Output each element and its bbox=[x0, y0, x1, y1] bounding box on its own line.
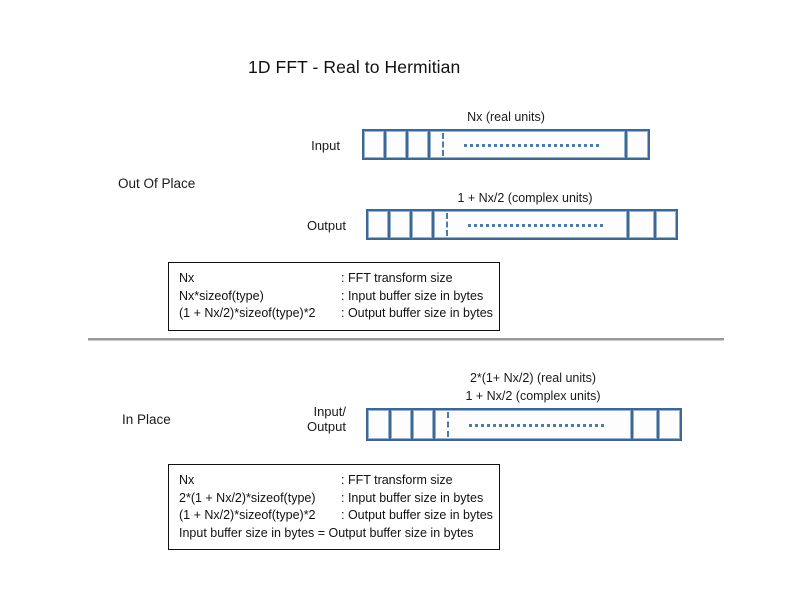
output-buffer-bar bbox=[366, 209, 678, 240]
input-row-label: Input bbox=[311, 138, 340, 153]
page-title: 1D FFT - Real to Hermitian bbox=[248, 57, 461, 77]
buffer-cell-divider bbox=[406, 131, 408, 158]
output-row-label: Output bbox=[306, 218, 346, 233]
inplace-row-label-line2: Output bbox=[306, 419, 346, 434]
buffer-cell-divider bbox=[625, 131, 627, 158]
input-buffer-caption: Nx (real units) bbox=[467, 110, 545, 124]
buffer-cell-divider bbox=[433, 410, 435, 439]
legend-definition: : Input buffer size in bytes bbox=[341, 288, 484, 303]
legend-row: (1 + Nx/2)*sizeof(type)*2 : Output buffe… bbox=[179, 507, 499, 525]
buffer-cell-divider bbox=[410, 211, 412, 238]
inplace-caption-real-units: 2*(1+ Nx/2) (real units) bbox=[469, 371, 597, 385]
legend-term: 2*(1 + Nx/2)*sizeof(type) bbox=[179, 490, 316, 505]
inplace-buffer-bar bbox=[366, 408, 682, 441]
legend-row: Nx : FFT transform size bbox=[179, 270, 499, 288]
buffer-cell-divider bbox=[384, 131, 386, 158]
legend-box-in-place: Nx : FFT transform size 2*(1 + Nx/2)*siz… bbox=[168, 464, 500, 550]
legend-definition: : Output buffer size in bytes bbox=[341, 306, 493, 320]
legend-term: (1 + Nx/2)*sizeof(type)*2 bbox=[179, 306, 316, 320]
legend-definition: : FFT transform size bbox=[341, 271, 453, 285]
legend-definition: : Input buffer size in bytes bbox=[341, 490, 484, 505]
inplace-caption-complex-units: 1 + Nx/2 (complex units) bbox=[465, 389, 601, 403]
inplace-row-label-line1: Input/ bbox=[313, 404, 346, 419]
legend-row: Nx*sizeof(type) : Input buffer size in b… bbox=[179, 288, 499, 306]
buffer-cell-divider bbox=[627, 211, 629, 238]
section-label-out-of-place: Out Of Place bbox=[118, 176, 196, 191]
legend-definition: : Output buffer size in bytes bbox=[341, 508, 493, 522]
legend-definition: : FFT transform size bbox=[341, 473, 453, 487]
buffer-cell-divider bbox=[411, 410, 413, 439]
buffer-dashed-divider bbox=[442, 133, 444, 156]
buffer-continuation-dots bbox=[468, 223, 604, 227]
legend-row: (1 + Nx/2)*sizeof(type)*2 : Output buffe… bbox=[179, 305, 499, 323]
buffer-dashed-divider bbox=[446, 213, 448, 236]
buffer-cell-divider bbox=[428, 131, 430, 158]
legend-row: 2*(1 + Nx/2)*sizeof(type) : Input buffer… bbox=[179, 490, 499, 508]
buffer-dashed-divider bbox=[447, 412, 449, 437]
legend-term: Nx*sizeof(type) bbox=[179, 288, 264, 303]
legend-row: Input buffer size in bytes = Output buff… bbox=[179, 525, 499, 543]
legend-term: Nx bbox=[179, 271, 195, 285]
buffer-cell-divider bbox=[631, 410, 633, 439]
legend-term: (1 + Nx/2)*sizeof(type)*2 bbox=[179, 508, 316, 522]
buffer-continuation-dots bbox=[464, 143, 600, 147]
legend-box-out-of-place: Nx : FFT transform size Nx*sizeof(type) … bbox=[168, 262, 500, 331]
buffer-cell-divider bbox=[657, 410, 659, 439]
legend-row: Nx : FFT transform size bbox=[179, 472, 499, 490]
output-buffer-caption: 1 + Nx/2 (complex units) bbox=[457, 191, 593, 205]
buffer-cell-divider bbox=[388, 211, 390, 238]
buffer-cell-divider bbox=[432, 211, 434, 238]
legend-term: Nx bbox=[179, 473, 195, 487]
inplace-row-label: Input/ Output bbox=[262, 404, 346, 434]
section-label-in-place: In Place bbox=[122, 412, 171, 427]
buffer-continuation-dots bbox=[469, 423, 605, 427]
legend-note: Input buffer size in bytes = Output buff… bbox=[179, 525, 474, 540]
buffer-cell-divider bbox=[654, 211, 656, 238]
section-divider bbox=[88, 338, 724, 340]
buffer-cell-divider bbox=[389, 410, 391, 439]
input-buffer-bar bbox=[362, 129, 650, 160]
